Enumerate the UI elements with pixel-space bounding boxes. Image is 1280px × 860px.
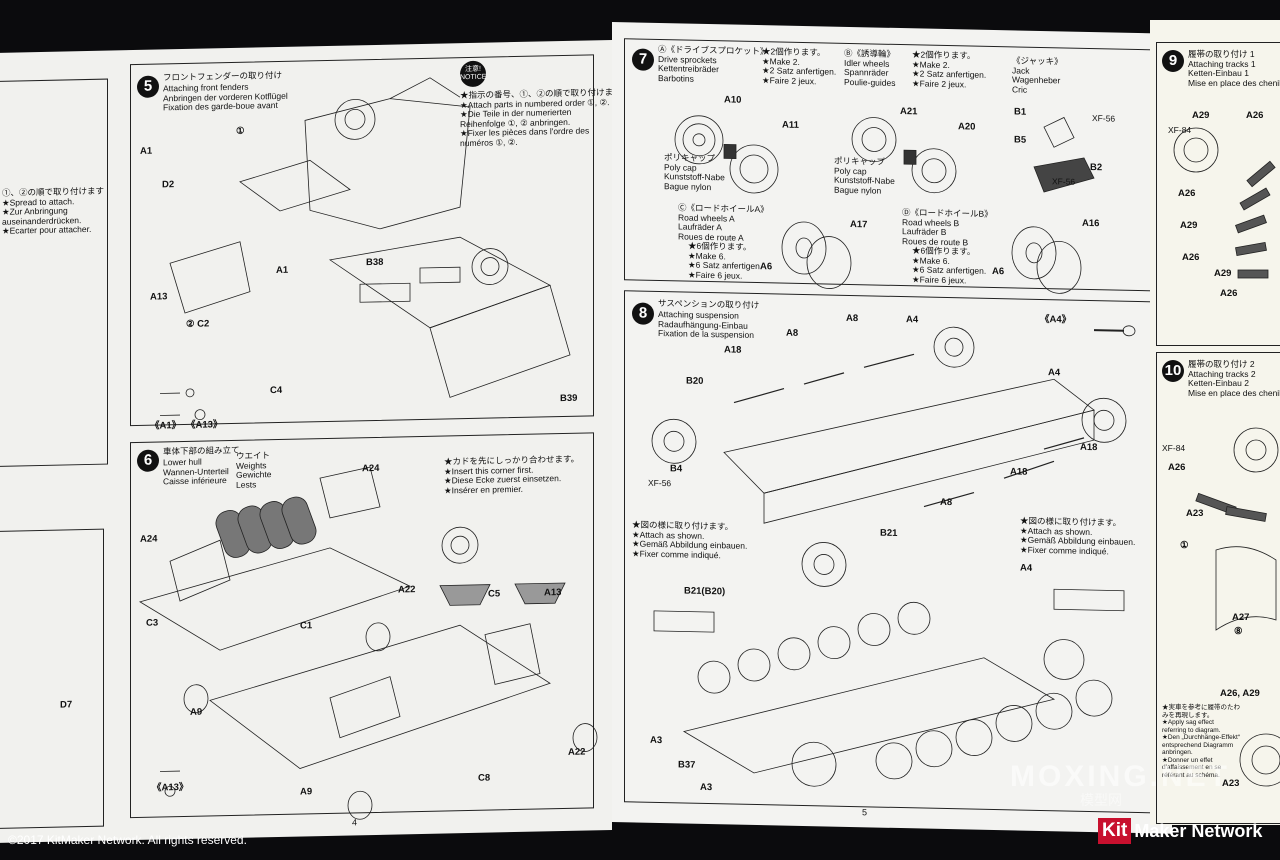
- label-a13-callout: 《A13》: [186, 416, 222, 431]
- label-a1-bottom: A1: [276, 265, 288, 276]
- label-a26-a29: A26, A29: [1220, 688, 1260, 699]
- label-b4: B4: [670, 463, 682, 474]
- label-b5: B5: [1014, 134, 1026, 145]
- label-c3: C3: [146, 618, 158, 629]
- label-b1: B1: [1014, 106, 1026, 117]
- label-d2: D2: [162, 179, 174, 190]
- label-a13-callout-step6: 《A13》: [152, 779, 188, 794]
- paint-xf56-jack-top: XF-56: [1092, 114, 1115, 124]
- label-b21: B21: [880, 528, 897, 539]
- label-c2: ② C2: [186, 318, 209, 329]
- step4-panel-partial: [0, 79, 108, 467]
- paint-xf56-jack-bottom: XF-56: [1052, 177, 1075, 187]
- label-a29-mid: A29: [1180, 220, 1197, 231]
- label-a22-right: A22: [568, 747, 585, 758]
- paint-xf56-suspension: XF-56: [648, 479, 671, 489]
- label-step-marker-1-step10: ①: [1180, 540, 1189, 551]
- label-a26-mid: A26: [1178, 188, 1195, 199]
- label-a26-lower: A26: [1182, 252, 1199, 263]
- label-a18-right: A18: [1080, 442, 1097, 453]
- label-step-marker-8: ⑧: [1234, 626, 1243, 637]
- label-a27: A27: [1232, 612, 1249, 623]
- label-a26-step10: A26: [1168, 462, 1185, 473]
- label-a18-top: A18: [724, 344, 741, 355]
- label-a3-bottom: A3: [700, 782, 712, 793]
- label-c8: C8: [478, 773, 490, 784]
- label-a10: A10: [724, 94, 741, 105]
- label-a6-right: A6: [992, 266, 1004, 277]
- label-a17: A17: [850, 219, 867, 230]
- page-number-right: 5: [862, 807, 867, 817]
- label-b2: B2: [1090, 162, 1102, 173]
- label-a4-callout: 《A4》: [1040, 311, 1071, 326]
- label-a23-top: A23: [1186, 508, 1203, 519]
- left-edge-notes: ①、②の順で取り付けます ★Spread to attach. ★Zur Anb…: [2, 187, 104, 237]
- step9-number: 9: [1162, 50, 1184, 72]
- step8-suspension-drawing: [624, 290, 1164, 811]
- label-a26-bottom: A26: [1220, 288, 1237, 299]
- paint-xf84-step9: XF-84: [1168, 126, 1191, 136]
- label-a9-bottom: A9: [300, 786, 312, 797]
- label-c1: C1: [300, 620, 312, 631]
- copyright-text: ©2017 KitMaker Network. All rights reser…: [8, 833, 247, 847]
- label-c5: C5: [488, 588, 500, 599]
- label-b39: B39: [560, 393, 577, 404]
- instruction-page-left: ①、②の順で取り付けます ★Spread to attach. ★Zur Anb…: [0, 40, 612, 843]
- left-lower-partial-panel: [0, 529, 104, 829]
- label-a13-step5: A13: [150, 291, 167, 302]
- label-a21: A21: [900, 106, 917, 117]
- label-a11: A11: [782, 120, 799, 131]
- label-a9-left: A9: [190, 707, 202, 718]
- label-c4: C4: [270, 385, 282, 396]
- instruction-page-far-right: 9 履帯の取り付け 1 Attaching tracks 1 Ketten-Ei…: [1150, 20, 1280, 825]
- label-a18-middle: A18: [1010, 466, 1027, 477]
- page-number-left: 4: [352, 817, 357, 827]
- paint-xf84-step10: XF-84: [1162, 444, 1185, 454]
- label-a16: A16: [1082, 218, 1099, 229]
- step7-wheel-drawings: [624, 38, 1164, 289]
- label-a4-right: A4: [1048, 367, 1060, 378]
- label-a29-top: A29: [1192, 110, 1209, 121]
- watermark-text: MOXING.NET: [1010, 760, 1230, 794]
- label-b21-b20: B21(B20): [684, 586, 725, 598]
- kitmaker-logo: Kit Maker Network: [1098, 816, 1262, 846]
- label-b20: B20: [686, 376, 703, 387]
- label-a4-bottom: A4: [1020, 563, 1032, 574]
- logo-kit: Kit: [1098, 818, 1131, 844]
- label-a24-top: A24: [362, 463, 379, 474]
- label-a6-left: A6: [760, 261, 772, 272]
- label-a20: A20: [958, 121, 975, 132]
- watermark-cn-text: 模型网: [1080, 790, 1122, 810]
- part-label-d7: D7: [60, 699, 72, 710]
- label-a8-1: A8: [786, 328, 798, 339]
- step5-hull-drawing: [130, 54, 590, 404]
- step9-track-drawing: [1156, 100, 1280, 380]
- label-a1-callout: 《A1》: [150, 417, 181, 432]
- label-a22-top: A22: [398, 584, 415, 595]
- step10-title: 履帯の取り付け 2 Attaching tracks 2 Ketten-Einb…: [1188, 360, 1280, 398]
- label-a1-top: A1: [140, 146, 152, 157]
- label-a8-bottom: A8: [940, 497, 952, 508]
- label-a8-2: A8: [846, 313, 858, 324]
- step9-title: 履帯の取り付け 1 Attaching tracks 1 Ketten-Einb…: [1188, 50, 1280, 88]
- label-b37: B37: [678, 759, 695, 770]
- label-b38: B38: [366, 257, 383, 268]
- step6-lower-hull-drawing: [130, 432, 590, 812]
- label-a26-top: A26: [1246, 110, 1263, 121]
- label-a3-top: A3: [650, 735, 662, 746]
- instruction-page-right: 7 Ⓐ《ドライブスプロケット》 Drive sprockets Kettentr…: [612, 22, 1172, 834]
- label-a29-lower: A29: [1214, 268, 1231, 279]
- logo-rest: Maker Network: [1134, 821, 1262, 842]
- step10-number: 10: [1162, 360, 1184, 382]
- label-a24-left: A24: [140, 534, 157, 545]
- label-step-marker-1: ①: [236, 126, 245, 137]
- label-a4-top: A4: [906, 314, 918, 325]
- label-a13-step6: A13: [544, 587, 561, 598]
